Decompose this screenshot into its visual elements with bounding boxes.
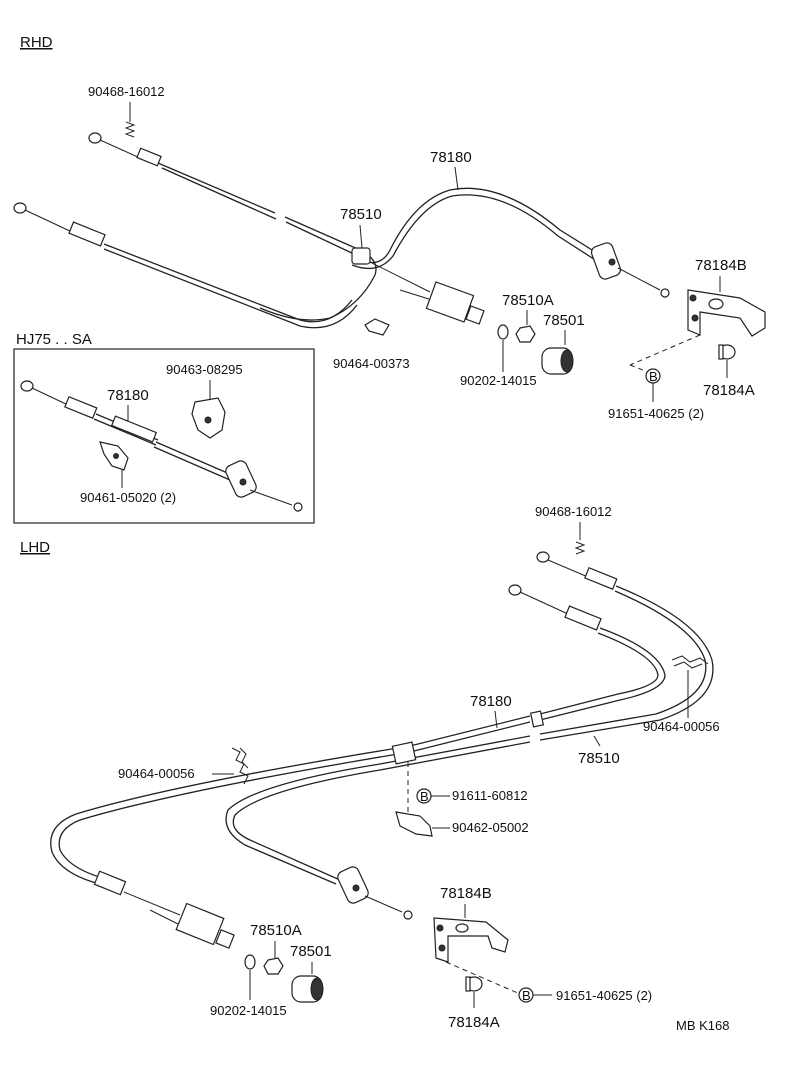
inset-label-90463-08295: 90463-08295	[166, 362, 243, 377]
inset-label-90461-05020: 90461-05020 (2)	[80, 490, 176, 505]
lhd-label-78510a: 78510A	[250, 922, 302, 939]
rhd-leader-78510	[359, 224, 363, 249]
inset-clip-90461	[99, 441, 129, 471]
lhd-clip-90464-00056-right	[671, 655, 709, 669]
rhd-nut-78510a	[515, 325, 536, 343]
lhd-bolt-dash	[445, 961, 521, 995]
lhd-bolt-mark-2: B	[522, 988, 531, 1003]
rhd-grommet-78510	[351, 247, 371, 265]
rhd-plug-78184a	[718, 344, 736, 360]
inset-label-78180: 78180	[107, 387, 149, 404]
rhd-label-78501: 78501	[543, 312, 585, 329]
lhd-label-90202-14015: 90202-14015	[210, 1003, 287, 1018]
rhd-washer-90202	[497, 324, 509, 340]
lhd-label-90468-16012: 90468-16012	[535, 504, 612, 519]
rhd-label-78184b: 78184B	[695, 257, 747, 274]
lhd-boot-78501	[291, 975, 324, 1003]
lhd-label-78180: 78180	[470, 693, 512, 710]
lhd-equalizer-connector	[93, 870, 235, 949]
lhd-label-78184a: 78184A	[448, 1014, 500, 1031]
rhd-label-78184a: 78184A	[703, 382, 755, 399]
lhd-bolt-mark-1: B	[420, 789, 429, 804]
lhd-clamp-90462	[395, 811, 433, 837]
rhd-label-90468-16012: 90468-16012	[88, 84, 165, 99]
lhd-washer-90202	[244, 954, 256, 970]
lhd-label-78510: 78510	[578, 750, 620, 767]
lhd-label-90464-00056-right: 90464-00056	[643, 719, 720, 734]
lhd-clip-90468	[574, 541, 586, 555]
lhd-label-91611-60812: 91611-60812	[452, 788, 528, 803]
rhd-section-title: RHD	[20, 34, 53, 51]
rhd-cable-78180	[88, 132, 606, 321]
rhd-cable-78510	[13, 202, 358, 329]
lhd-plug-78184a	[465, 976, 483, 992]
lhd-section-title: LHD	[20, 539, 50, 556]
inset-cable-78180	[20, 380, 303, 512]
inset-clamp-90463	[191, 397, 226, 439]
rhd-bracket-78184b	[687, 289, 766, 337]
lhd-label-78501: 78501	[290, 943, 332, 960]
rhd-equalizer-connector	[369, 261, 485, 325]
rhd-label-78510a: 78510A	[502, 292, 554, 309]
rhd-bolt-dash-1	[629, 334, 701, 366]
lhd-clip-90464-00056-left	[231, 747, 249, 785]
lhd-nut-78510a	[263, 957, 284, 975]
rhd-boot-78501	[541, 347, 574, 375]
lhd-label-78184b: 78184B	[440, 885, 492, 902]
rhd-bolt-dash-2	[629, 364, 649, 373]
hj75-inset-frame	[13, 348, 315, 524]
lhd-cable-end	[337, 866, 413, 920]
rhd-cable-end-right	[590, 242, 670, 298]
rhd-label-90464-00373: 90464-00373	[333, 356, 410, 371]
rhd-label-90202-14015: 90202-14015	[460, 373, 537, 388]
rhd-label-78510: 78510	[340, 206, 382, 223]
lhd-leader-78510	[593, 735, 601, 747]
rhd-bolt-mark: B	[649, 369, 658, 384]
lhd-label-91651-40625: 91651-40625 (2)	[556, 988, 652, 1003]
lhd-leader-78180	[494, 710, 498, 729]
rhd-label-78180: 78180	[430, 149, 472, 166]
lhd-bracket-78184b	[433, 917, 509, 963]
rhd-clip-90468	[124, 121, 136, 138]
hj75-section-title: HJ75 . . SA	[16, 331, 92, 348]
rhd-leader-78180	[454, 166, 459, 191]
lhd-label-90464-00056-left: 90464-00056	[118, 766, 195, 781]
rhd-label-91651-40625: 91651-40625 (2)	[608, 406, 704, 421]
lhd-cable-78180	[50, 584, 666, 887]
lhd-cable-78510	[225, 551, 714, 885]
lhd-label-90462-05002: 90462-05002	[452, 820, 529, 835]
rhd-clip-90464-00373	[364, 318, 390, 336]
diagram-code: MB K168	[676, 1018, 729, 1033]
